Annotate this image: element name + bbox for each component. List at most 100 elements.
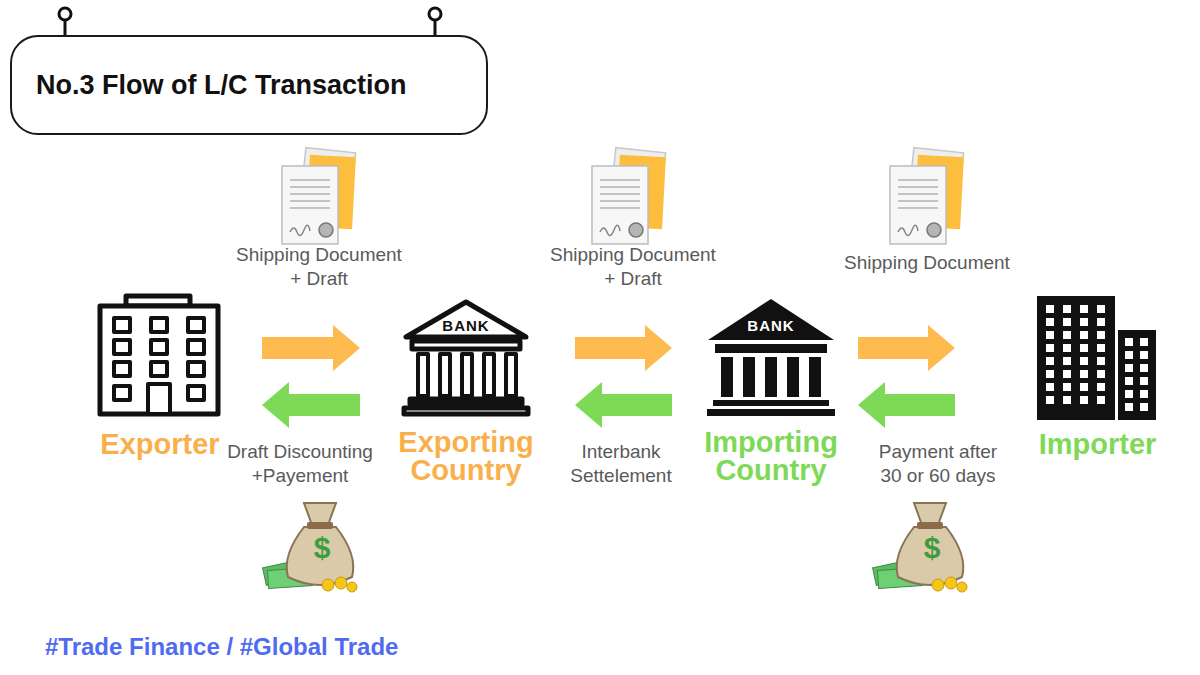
window — [1046, 357, 1054, 365]
importing-bank-part — [707, 409, 835, 416]
coin — [932, 579, 944, 591]
window — [1097, 396, 1105, 404]
text-line — [898, 193, 938, 195]
importing-bank — [707, 299, 835, 416]
window — [1140, 403, 1148, 411]
text-line — [600, 200, 640, 202]
exporter-building-part-part — [151, 362, 167, 376]
text-line — [600, 207, 640, 209]
window — [1046, 383, 1054, 391]
flow-arrow — [262, 382, 360, 428]
window — [1080, 383, 1088, 391]
text-line — [898, 207, 938, 209]
window — [1063, 396, 1071, 404]
window — [1097, 357, 1105, 365]
window — [1080, 396, 1088, 404]
coin — [322, 579, 334, 591]
exporter-building-part-part — [114, 362, 130, 376]
exporting-bank-part-part — [484, 354, 494, 396]
window — [1063, 318, 1071, 326]
hanger-rings-part — [429, 8, 441, 20]
money-bag — [263, 503, 357, 592]
window — [1046, 396, 1054, 404]
page-front — [890, 166, 946, 244]
importing-bank-part — [809, 357, 821, 397]
exporter-building-part — [114, 318, 204, 414]
window — [1080, 370, 1088, 378]
window — [1063, 305, 1071, 313]
edge-label: Shipping Document + Draft — [231, 243, 407, 291]
window — [1125, 364, 1133, 372]
flow-node: BANKImporting Country — [697, 295, 845, 485]
bag-tie — [917, 522, 943, 529]
flow-arrow — [575, 325, 672, 371]
exporter-building-part-part — [114, 386, 130, 400]
exporting-bank-part-part — [462, 354, 472, 396]
document-icon — [282, 148, 356, 244]
exporting-bank-part — [404, 408, 528, 414]
exporting-bank-part-part — [440, 354, 450, 396]
flow-node: BANK Exporting Country — [392, 295, 540, 485]
edge-label: Draft Discounting +Payement — [212, 440, 388, 488]
window — [1080, 318, 1088, 326]
text-line — [898, 186, 938, 188]
importing-bank-part — [787, 357, 799, 397]
bank-sign: BANK — [392, 317, 540, 335]
exporter-building-part-part — [148, 384, 170, 414]
window — [1046, 318, 1054, 326]
title-text: No.3 Flow of L/C Transaction — [36, 37, 407, 133]
bag-tie — [307, 522, 333, 529]
window — [1125, 351, 1133, 359]
window — [1140, 377, 1148, 385]
document-icons — [282, 148, 964, 244]
window — [1125, 403, 1133, 411]
text-line — [290, 186, 330, 188]
hanger-rings-part — [59, 8, 71, 20]
text-line — [290, 200, 330, 202]
importing-bank-part — [713, 400, 829, 406]
importing-bank-part — [721, 357, 733, 397]
window — [1063, 331, 1071, 339]
edge-label: Interbank Settelement — [533, 440, 709, 488]
importer-building-part — [1118, 330, 1156, 420]
exporter-building-part-part — [188, 340, 204, 354]
seal — [319, 223, 333, 237]
edge-label: Payment after 30 or 60 days — [868, 440, 1008, 488]
importer-building — [1037, 296, 1156, 420]
flow-arrow — [262, 325, 360, 371]
text-line — [290, 193, 330, 195]
window — [1046, 305, 1054, 313]
window — [1140, 390, 1148, 398]
exporter-building-part — [100, 306, 218, 414]
window — [1140, 338, 1148, 346]
money-bags — [263, 503, 967, 592]
window — [1097, 370, 1105, 378]
importing-bank-part — [715, 344, 827, 353]
money-bag — [873, 503, 967, 592]
node-label: Importer — [1030, 428, 1165, 460]
window — [1140, 364, 1148, 372]
flow-node: Exporter — [90, 290, 230, 465]
seal — [927, 223, 941, 237]
importer-building-part — [1037, 296, 1115, 420]
window — [1063, 370, 1071, 378]
document-icon — [890, 148, 964, 244]
text-line — [600, 186, 640, 188]
window — [1046, 370, 1054, 378]
exporter-building-part-part — [188, 386, 204, 400]
exporter-building — [100, 296, 218, 414]
window — [1125, 338, 1133, 346]
node-label: Exporting Country — [392, 428, 540, 484]
window — [1046, 344, 1054, 352]
window — [1080, 305, 1088, 313]
flow-node: Importer — [1030, 290, 1165, 465]
flow-arrow — [858, 325, 955, 371]
window — [1063, 383, 1071, 391]
exporter-building-part-part — [114, 340, 130, 354]
edge-label: Shipping Document + Draft — [545, 243, 721, 291]
coin — [335, 577, 347, 589]
exporter-building-part-part — [188, 362, 204, 376]
bank-sign: BANK — [697, 317, 845, 335]
